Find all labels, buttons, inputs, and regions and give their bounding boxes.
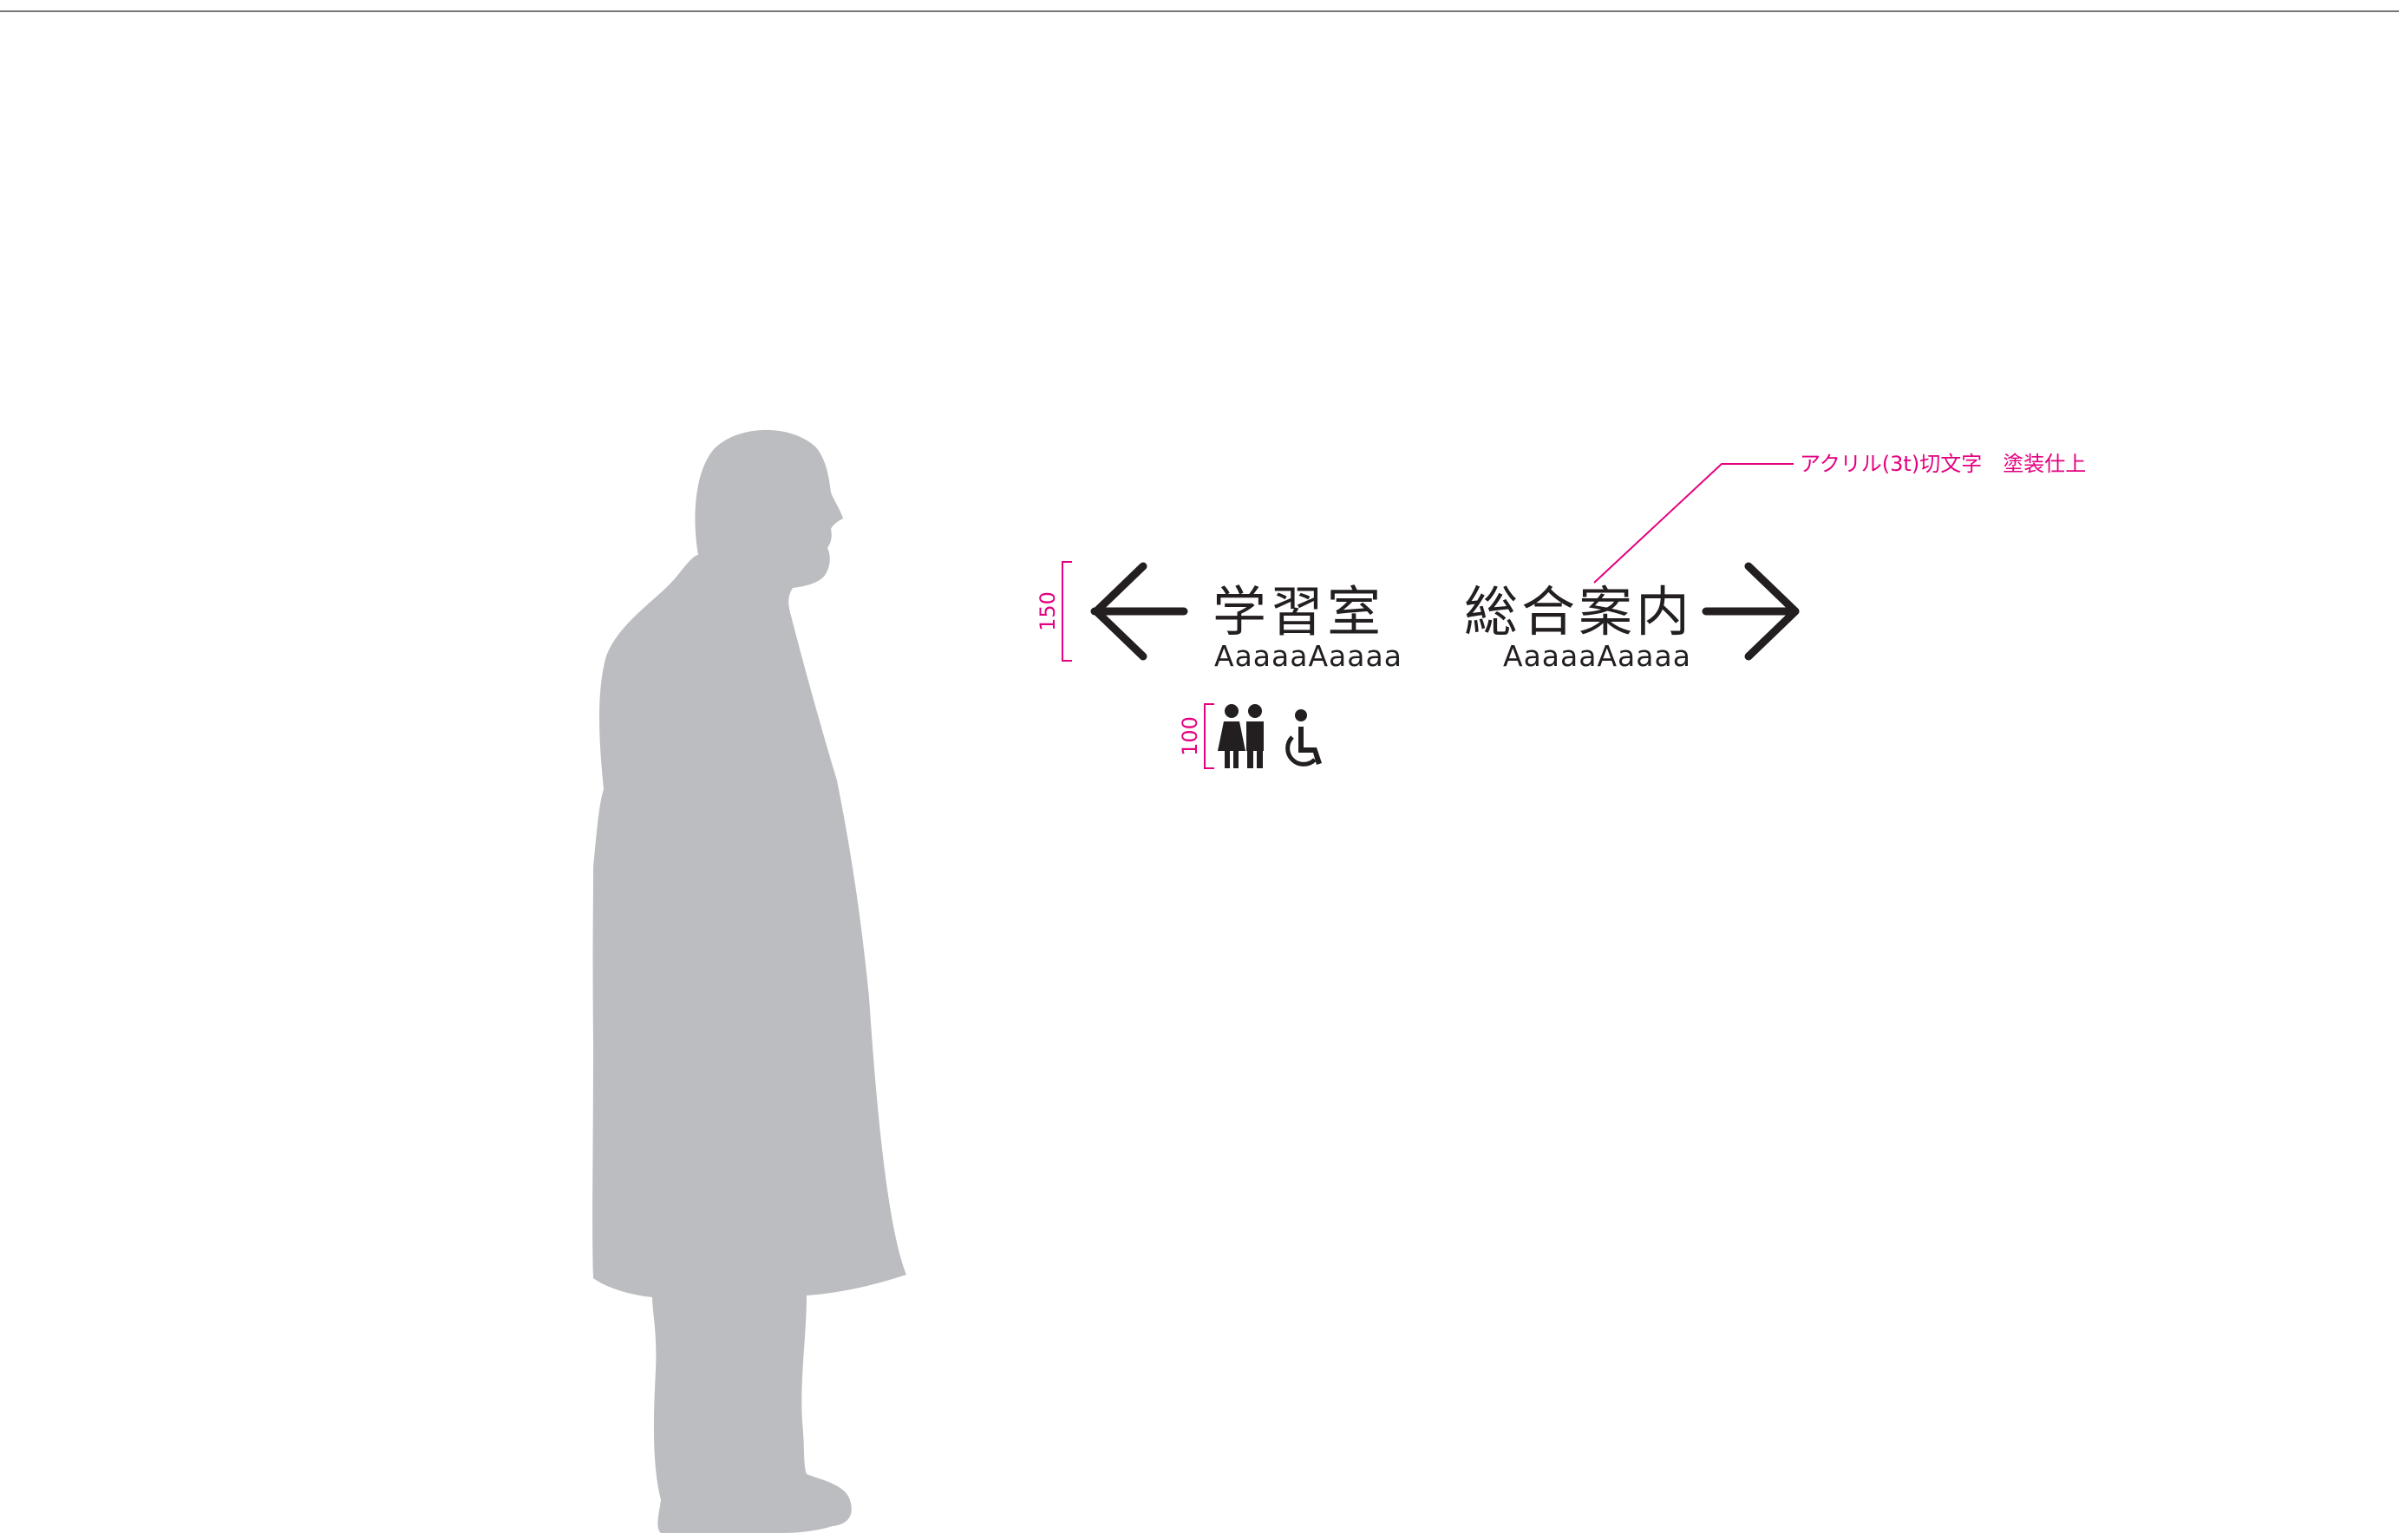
material-callout: アクリル(3t)切文字 塗装仕上 [1593,452,2086,584]
right-sign-label-en: AaaaaAaaaa [1503,639,1691,673]
pictogram-height-dimension: 100 [1178,703,1214,769]
left-sign-label-jp: 学習室 [1213,580,1384,643]
human-silhouette [592,429,906,1534]
pictogram-row [1218,704,1322,768]
pictogram-height-label: 100 [1178,716,1202,756]
left-sign-label-en: AaaaaAaaaa [1214,639,1402,673]
left-sign: 学習室 AaaaaAaaaa [1090,562,1402,673]
right-arrow-icon [1702,562,1800,661]
restroom-icon [1218,704,1264,768]
sign-height-label: 150 [1036,591,1060,631]
wheelchair-icon [1285,709,1322,767]
left-arrow-icon [1090,562,1188,661]
sign-height-dimension: 150 [1036,561,1072,662]
material-callout-label: アクリル(3t)切文字 塗装仕上 [1800,452,2086,476]
right-sign: 総合案内 AaaaaAaaaa [1464,562,1800,673]
right-sign-label-jp: 総合案内 [1464,580,1693,643]
